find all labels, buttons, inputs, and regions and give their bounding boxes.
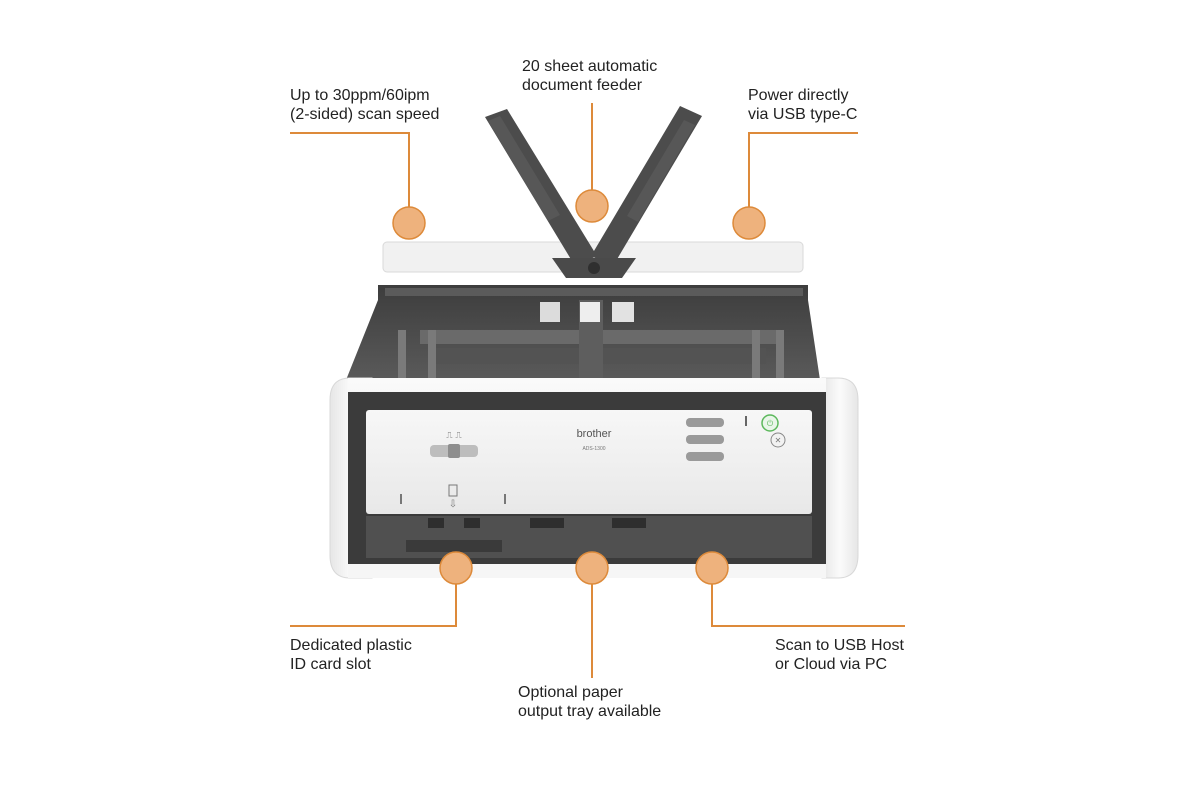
marker-id-card-slot xyxy=(439,551,473,585)
scanner-control-buttons: ⏻ ✕ xyxy=(686,414,786,461)
callout-scan-to-usb-line-2: or Cloud via PC xyxy=(775,656,888,673)
callout-leaders xyxy=(290,103,905,678)
document-feeder-arms xyxy=(485,106,702,278)
scan-button-3 xyxy=(686,452,724,461)
callout-markers xyxy=(392,189,766,585)
svg-text:⇩: ⇩ xyxy=(449,499,457,510)
callout-usb-power-line-2: via USB type-C xyxy=(748,106,858,123)
leader-scan-to-usb xyxy=(711,573,905,627)
marker-scan-speed xyxy=(392,206,426,240)
marker-adf xyxy=(575,189,609,223)
marker-output-tray xyxy=(575,551,609,585)
callout-scan-speed-line-2: (2-sided) scan speed xyxy=(290,106,440,123)
callout-output-tray: Optional paper output tray available xyxy=(518,683,661,721)
id-card-slider: ⎍ ⎍ ⇩ xyxy=(400,431,506,510)
callout-scan-to-usb-line-1: Scan to USB Host xyxy=(775,637,904,654)
marker-scan-to-usb xyxy=(695,551,729,585)
leader-usb-power xyxy=(748,132,858,214)
svg-text:✕: ✕ xyxy=(775,436,782,445)
callout-adf-line-2: document feeder xyxy=(522,77,643,94)
callout-id-card-slot-line-2: ID card slot xyxy=(290,656,371,673)
paper-input-tray xyxy=(346,285,820,410)
svg-text:⎍ ⎍: ⎍ ⎍ xyxy=(446,431,462,441)
scan-button-2 xyxy=(686,435,724,444)
scanner-brand-label: brother xyxy=(577,428,612,440)
callout-id-card-slot: Dedicated plastic ID card slot xyxy=(290,636,412,674)
callout-scan-speed: Up to 30ppm/60ipm (2-sided) scan speed xyxy=(290,86,439,124)
callout-adf-line-1: 20 sheet automatic xyxy=(522,58,658,75)
callout-usb-power-line-1: Power directly xyxy=(748,87,849,104)
marker-usb-power xyxy=(732,206,766,240)
callout-scan-speed-line-1: Up to 30ppm/60ipm xyxy=(290,87,430,104)
scan-button-1 xyxy=(686,418,724,427)
paper-output-slot xyxy=(366,516,812,558)
leader-id-card-slot xyxy=(290,573,457,627)
callout-scan-to-usb: Scan to USB Host or Cloud via PC xyxy=(775,636,904,674)
callout-id-card-slot-line-1: Dedicated plastic xyxy=(290,637,412,654)
svg-text:⏻: ⏻ xyxy=(767,419,774,428)
stop-button xyxy=(770,432,786,448)
callout-output-tray-line-2: output tray available xyxy=(518,703,662,720)
callout-usb-power: Power directly via USB type-C xyxy=(748,86,857,124)
leader-scan-speed xyxy=(290,132,410,214)
scanner-right-cap xyxy=(821,377,859,579)
power-button xyxy=(761,414,779,432)
callout-adf: 20 sheet automatic document feeder xyxy=(522,57,657,95)
scanner-model-label: ADS-1300 xyxy=(582,446,605,452)
callout-output-tray-line-1: Optional paper xyxy=(518,684,623,701)
